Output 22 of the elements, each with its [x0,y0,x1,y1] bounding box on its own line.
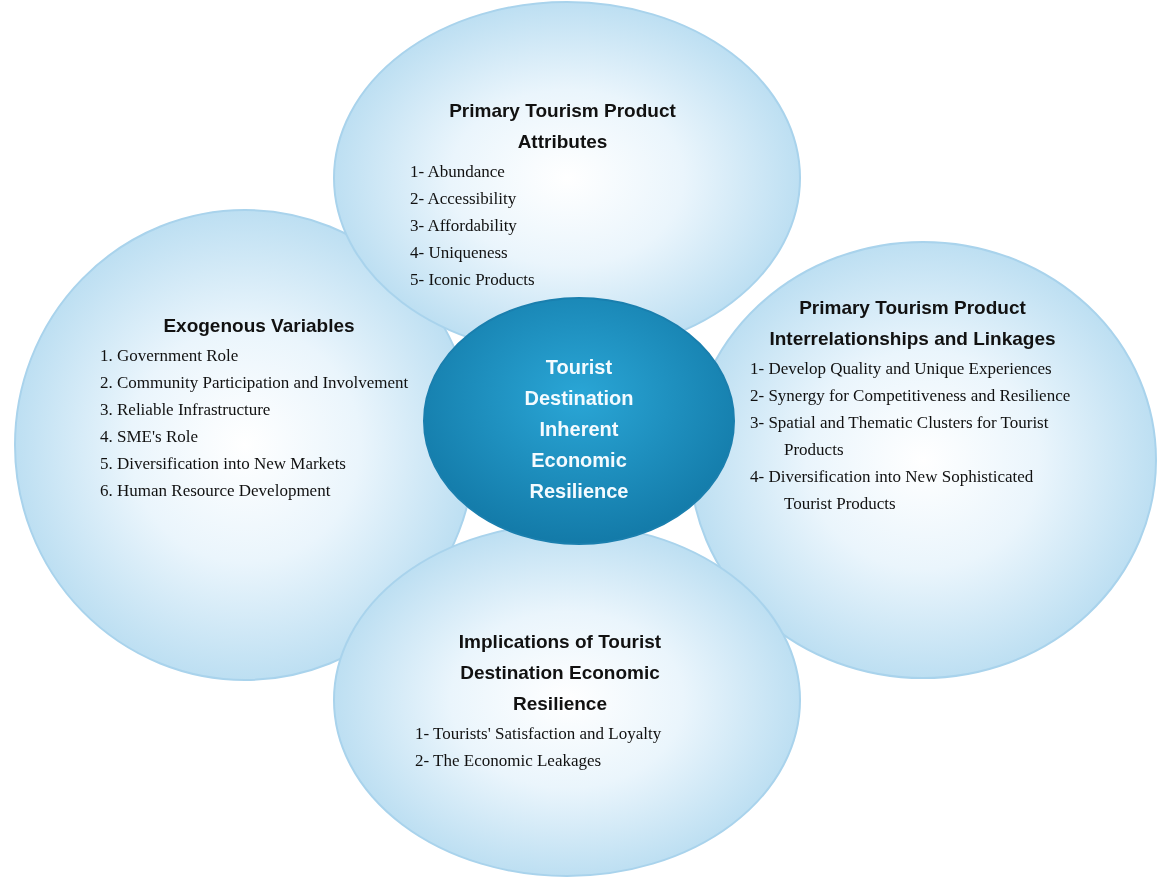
list-item: 1- Tourists' Satisfaction and Loyalty [415,723,663,745]
list-item: 3. Reliable Infrastructure [100,399,272,421]
list-item: 5- Iconic Products [410,269,536,291]
list-item: 1- Abundance [410,161,506,183]
list-item: 2- Accessibility [410,188,518,210]
list-item: 1. Government Role [100,345,240,367]
list-item: 6. Human Resource Development [100,480,332,502]
list-item: 3- Spatial and Thematic Clusters for Tourist Products [750,412,1050,461]
petal-heading: Exogenous Variables [162,314,356,338]
petal-heading: Primary Tourism Product Attributes [448,99,677,154]
list-item: 2- The Economic Leakages [415,750,603,772]
center-title: Tourist Destination Inherent Economic Resilience [523,355,635,504]
list-item: 2. Community Participation and Involvement [100,372,410,394]
list-item: 3- Affordability [410,215,518,237]
list-item: 1- Develop Quality and Unique Experiences [750,358,1053,380]
list-item: 4- Diversification into New Sophisticated Tourist Products [750,466,1035,515]
list-item: 2- Synergy for Competitiveness and Resilience [750,385,1072,407]
petal-heading: Implications of Tourist Destination Economic Resilience [457,630,663,716]
list-item: 4- Uniqueness [410,242,509,264]
list-item: 4. SME's Role [100,426,199,448]
petal-heading: Primary Tourism Product Interrelationships and Linkages [768,296,1057,351]
list-item: 5. Diversification into New Markets [100,453,347,475]
